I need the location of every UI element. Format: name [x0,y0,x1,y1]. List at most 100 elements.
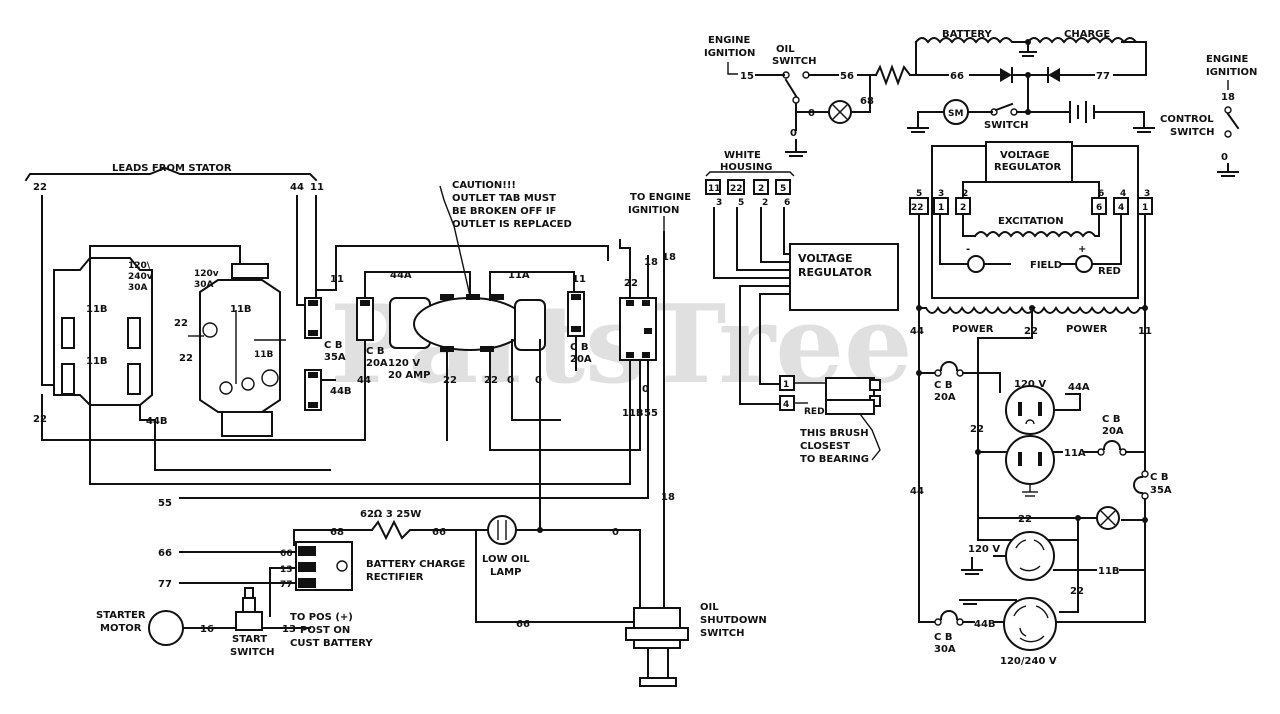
excitation-label: EXCITATION [998,216,1064,227]
red-label: RED [804,407,825,417]
engine-ignition-right: IGNITION [1206,67,1257,78]
oil-switch-label: SWITCH [772,56,816,67]
engine-ignition-right: ENGINE [1206,54,1248,65]
outlet-rating-line: 120\ [128,261,151,271]
wire-label: 3 [1144,189,1150,199]
caution-line: OUTLET TAB MUST [452,193,556,204]
twist-outlet-120v: 120 V 11B [961,531,1146,581]
to-pos-label: CUST BATTERY [290,638,373,649]
brush-note: CLOSEST [800,441,850,452]
wire-label: 22 [1024,326,1038,337]
to-pos-label: TO POS (+) [290,612,353,623]
cb-label: 20A [1102,426,1124,437]
wire-label: 55 [644,408,658,419]
wire-label: 44A [1068,382,1090,393]
wire-label: 11B [86,304,108,315]
wire-label: 44A [390,270,412,281]
stator-section: LEADS FROM STATOR 22 44 11 120\ 240v 30A… [24,163,691,681]
battery-label: BATTERY [942,29,992,40]
reg-terminal: 4 [1118,203,1124,213]
wire-label: 22 [443,375,457,386]
duplex-outlet-bottom: 11A C B 20A [1005,414,1146,497]
cb-label: C B [1150,472,1168,483]
wire-label: 44 [290,182,304,193]
wire-label: 44B [146,416,168,427]
wire-label: 77 [158,579,172,590]
schematic-power: POWER POWER 44 22 11 C B 20A 44 120 V 44… [910,305,1172,667]
duplex-outlet-top: 120 V 44A [1005,379,1090,435]
wire-label: 3 [938,189,944,199]
wire-label: 11B [254,350,274,360]
cb-label: C B [934,380,952,391]
oil-shutdown-switch: OIL SHUTDOWN SWITCH [625,602,767,687]
cb-label: 20A [570,354,592,365]
wire-label: 66 [280,549,293,559]
sm-label: SM [948,109,963,119]
minus-label: - [966,244,970,255]
wire-label: 68 [860,96,874,107]
starter-motor: STARTER MOTOR 16 [96,610,237,646]
cb-label: 30A [934,644,956,655]
brush-note: THIS BRUSH [800,428,869,439]
wire-label: 44 [357,375,371,386]
cb-label: C B [934,632,952,643]
reg-terminal: 2 [960,203,966,213]
rectifier-label: BATTERY CHARGE [366,559,466,570]
voltage-regulator-label: VOLTAGE [798,252,853,265]
cb-label: 20A [934,392,956,403]
wire-label: 11B [230,304,252,315]
outlet-rating-line: 120v [194,269,219,279]
to-engine-ignition: TO ENGINE [630,192,691,203]
reg-terminal: 6 [1096,203,1102,213]
wire-label: 55 [158,498,172,509]
wire-label: 44 [910,326,924,337]
charge-label: CHARGE [1064,29,1110,40]
outlet-rating-line: 30A [194,280,214,290]
wire-label: 11B [1098,566,1120,577]
wire-label: 18 [661,492,675,503]
cb-20a-right: 11 C B 20A [567,274,592,371]
oil-shutdown-label: SWITCH [700,628,744,639]
brush-note: TO BEARING [800,454,869,465]
ignition-terminal-block: TO ENGINE IGNITION 22 18 18 0 11B 55 55 [89,192,691,681]
cb-label: 35A [324,352,346,363]
wire-label: 16 [200,624,214,635]
wire-label: 22 [33,414,47,425]
low-oil-lamp: LOW OIL LAMP 0 [459,515,641,611]
wire-label: 13 [280,565,293,575]
cb-label: C B [570,342,588,353]
outlet-label: 120/240 V [1000,656,1057,667]
caution-line: BE BROKEN OFF IF [452,206,556,217]
outlet-rating-line: 30A [128,283,148,293]
wire-label: 77 [280,580,293,590]
wire-label: 66 [516,619,530,630]
reg-label: VOLTAGE [1000,150,1050,161]
wire-label: 22 [174,318,188,329]
wire-label: 2 [762,198,768,208]
reg-terminal: 1 [1142,203,1148,213]
wire-label: 18 [1221,92,1235,103]
engine-ignition-label: ENGINE [708,35,750,46]
wire-label: 22 [970,424,984,435]
wire-label: 66 [950,71,964,82]
outlet-rating-line: 240v [128,272,153,282]
cb-35a: C B 35A 44B [304,297,352,411]
plus-label: + [1078,244,1086,255]
power-left-label: POWER [952,324,994,335]
rectifier-label: RECTIFIER [366,572,424,583]
terminal-label: 5 [780,184,786,194]
wire-label: 11B [86,356,108,367]
wire-label: 13 [282,624,296,635]
wire-label: 6 [1098,189,1104,199]
stator-header: LEADS FROM STATOR [112,163,232,174]
outlet-30a-120-240: 120\ 240v 30A 11B 11B [53,245,241,406]
wire-label: 56 [840,71,854,82]
wire-label: 11 [572,274,586,285]
power-right-label: POWER [1066,324,1108,335]
brush-terminal: 4 [783,400,789,410]
wire-label: 0 [612,527,619,538]
lamp-label: LOW OIL [482,554,530,565]
wire-label: 0 [790,128,797,139]
oil-switch-label: OIL [776,44,795,55]
